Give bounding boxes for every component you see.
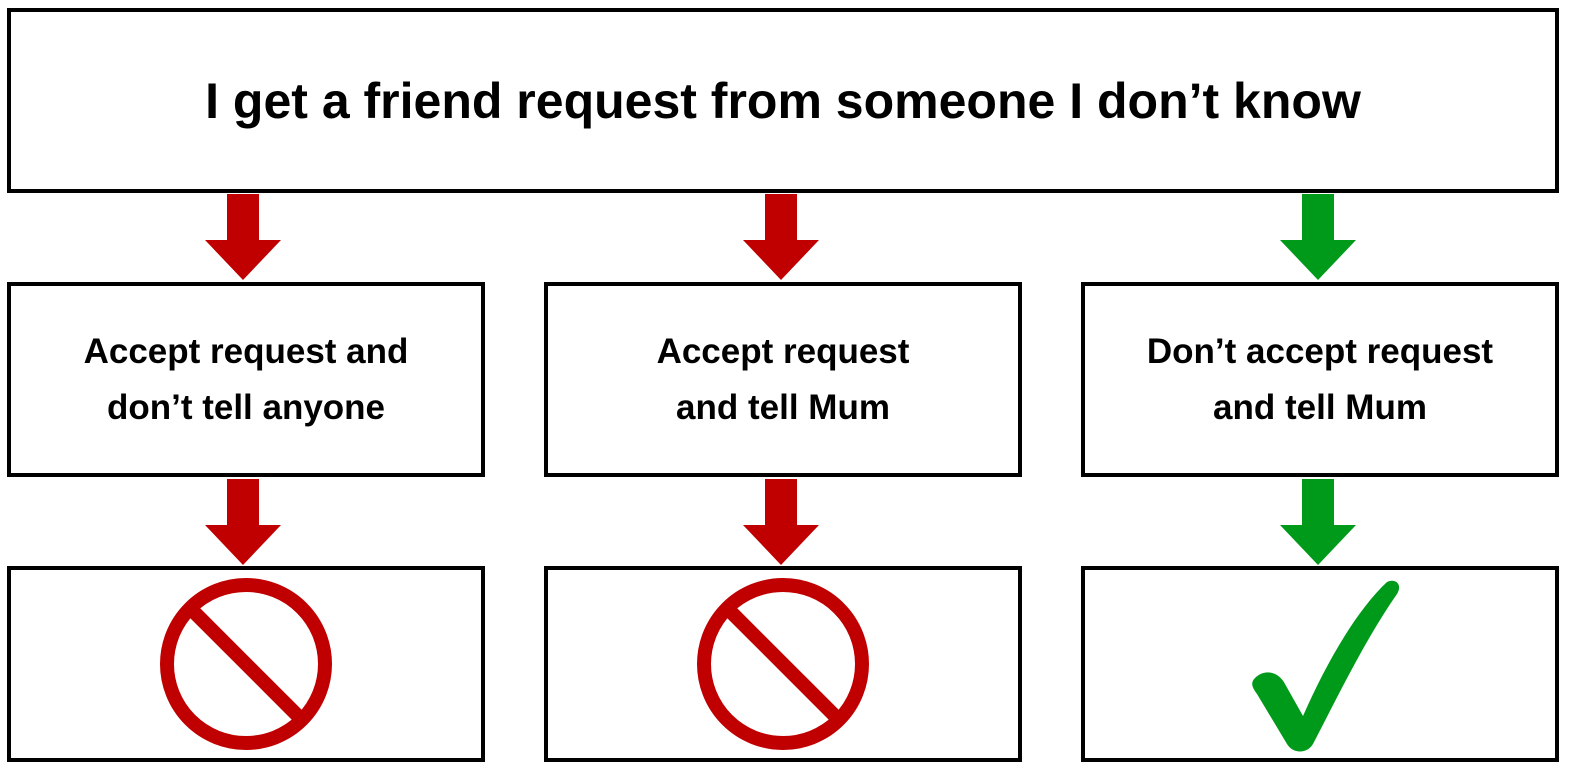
option-2-line-1: Accept request — [656, 331, 910, 371]
option-box-1: Accept request and don’t tell anyone — [7, 282, 485, 477]
checkmark-icon — [1252, 580, 1400, 752]
arrow-down-icon — [743, 194, 819, 280]
arrow-down-icon — [205, 194, 281, 280]
option-1-line-2: don’t tell anyone — [106, 387, 386, 427]
option-1-line-1: Accept request and — [83, 331, 409, 371]
option-2-line-2: and tell Mum — [676, 387, 890, 427]
question-text: I get a friend request from someone I do… — [205, 72, 1361, 129]
option-box-3: Don’t accept request and tell Mum — [1081, 282, 1559, 477]
arrow-down-icon — [743, 479, 819, 565]
arrow-down-icon — [1280, 194, 1356, 280]
result-box-1 — [7, 566, 485, 762]
arrow-down-icon — [1280, 479, 1356, 565]
no-entry-icon — [697, 578, 869, 750]
result-box-2 — [544, 566, 1022, 762]
option-3-line-1: Don’t accept request — [1146, 331, 1494, 371]
result-box-3 — [1081, 566, 1559, 762]
question-box: I get a friend request from someone I do… — [7, 8, 1559, 193]
option-box-2: Accept request and tell Mum — [544, 282, 1022, 477]
arrow-down-icon — [205, 479, 281, 565]
option-3-line-2: and tell Mum — [1213, 387, 1427, 427]
no-entry-icon — [160, 578, 332, 750]
